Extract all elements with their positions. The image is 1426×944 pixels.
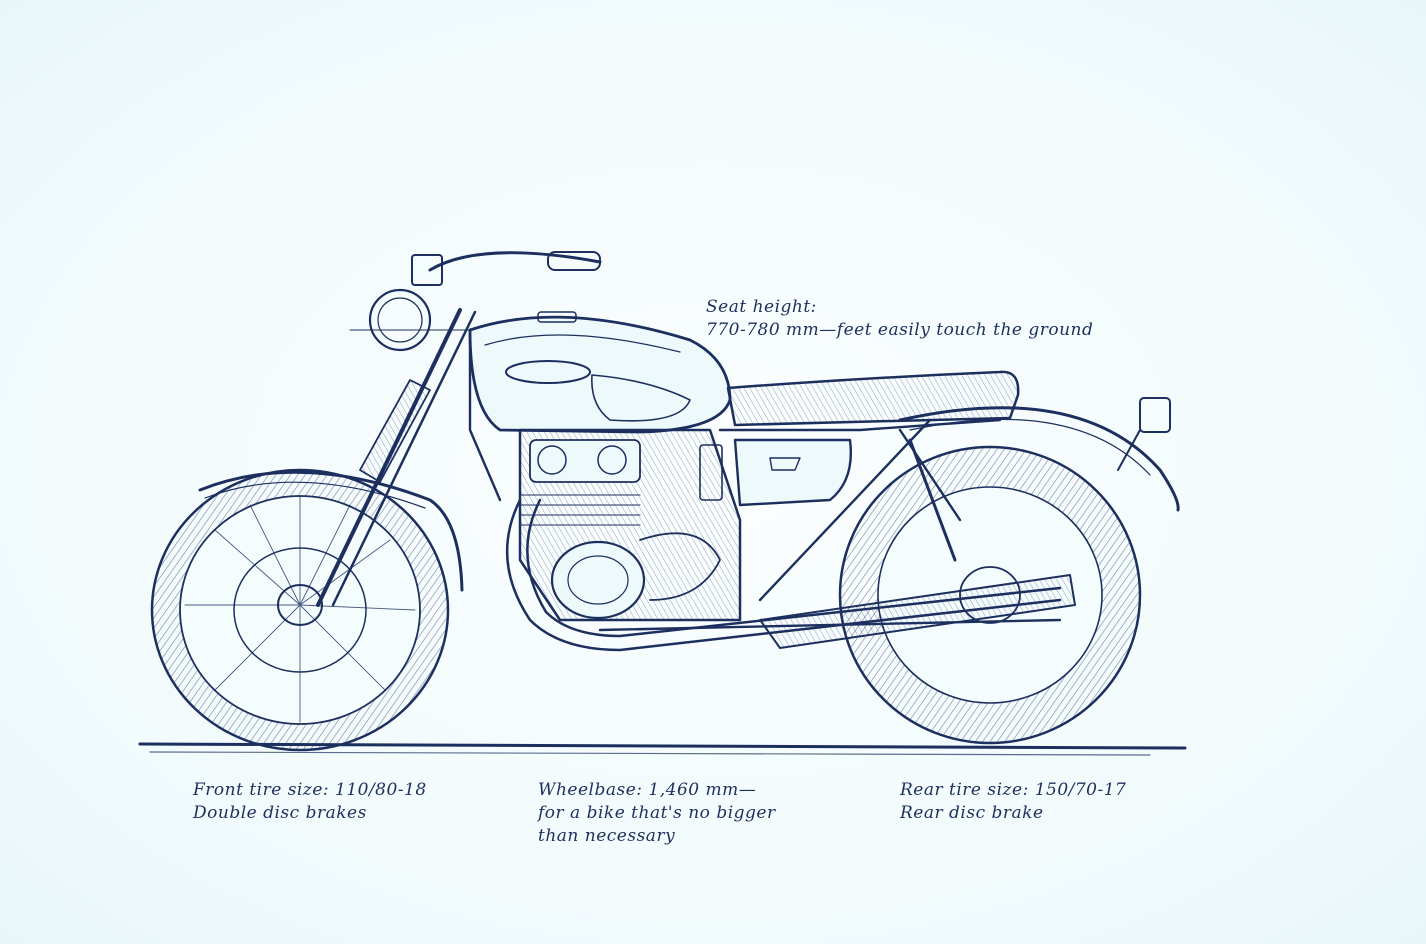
- exhaust: [505, 498, 1076, 652]
- seat: [726, 370, 1020, 427]
- wheelbase-note-1: for a bike that's no bigger: [538, 803, 776, 823]
- seat-height-label: Seat height:: [706, 297, 817, 317]
- seat-height-annotation: Seat height: 770-780 mm—feet easily touc…: [706, 296, 1093, 342]
- front-tire-size: Front tire size: 110/80-18: [193, 780, 427, 800]
- seat-height-value: 770-780 mm—feet easily touch the ground: [706, 320, 1094, 340]
- wheelbase-annotation: Wheelbase: 1,460 mm— for a bike that's n…: [538, 779, 776, 848]
- rear-brake: Rear disc brake: [900, 803, 1044, 823]
- rear-wheel: [838, 397, 1180, 745]
- front-brakes: Double disc brakes: [193, 803, 367, 823]
- rear-tire-annotation: Rear tire size: 150/70-17 Rear disc brak…: [900, 779, 1126, 825]
- front-fork: [316, 251, 602, 607]
- fuel-tank: [468, 311, 732, 434]
- wheelbase-note-2: than necessary: [538, 826, 676, 846]
- front-wheel: [150, 468, 464, 752]
- engine: [518, 428, 742, 622]
- front-tire-annotation: Front tire size: 110/80-18 Double disc b…: [193, 779, 427, 825]
- wheelbase-value: Wheelbase: 1,460 mm—: [538, 780, 757, 800]
- rear-tire-size: Rear tire size: 150/70-17: [900, 780, 1127, 800]
